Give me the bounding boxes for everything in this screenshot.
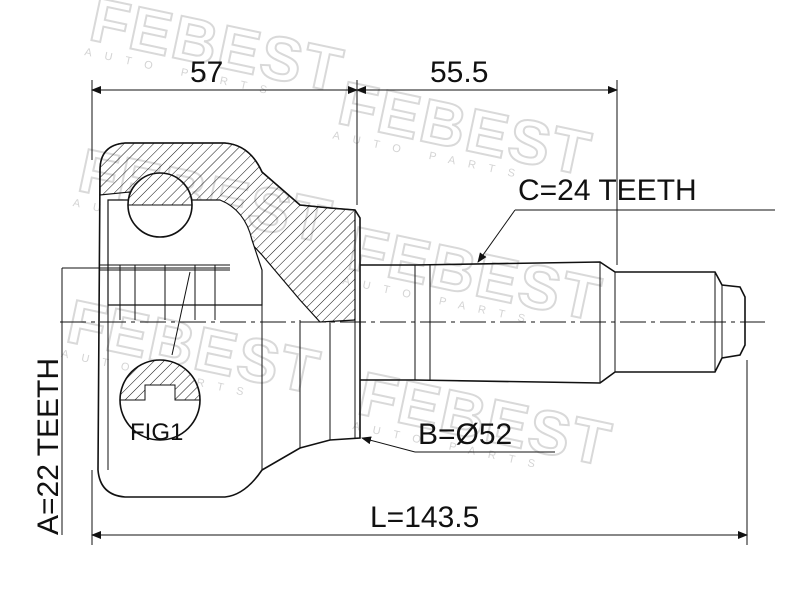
dimension-l: L=143.5 xyxy=(91,360,748,545)
cv-joint-balls xyxy=(119,172,201,441)
dim-55-5-label: 55.5 xyxy=(430,56,488,89)
fig1-label: FIG1 xyxy=(130,419,183,446)
dim-57-label: 57 xyxy=(190,56,223,89)
b-diameter-label: B=Ø52 xyxy=(418,418,512,451)
a-teeth-label: A=22 TEETH xyxy=(32,358,65,535)
watermark-brand-4: FEBEST xyxy=(343,214,608,335)
dimension-57: 57 xyxy=(91,56,358,205)
c-teeth-label: C=24 TEETH xyxy=(518,174,697,207)
callout-b-diameter: B=Ø52 xyxy=(361,418,555,453)
dimension-55-5: 55.5 xyxy=(356,56,618,265)
callout-c-teeth: C=24 TEETH xyxy=(477,174,775,263)
dimension-a-teeth: A=22 TEETH xyxy=(32,267,230,535)
l-length-label: L=143.5 xyxy=(370,501,479,534)
